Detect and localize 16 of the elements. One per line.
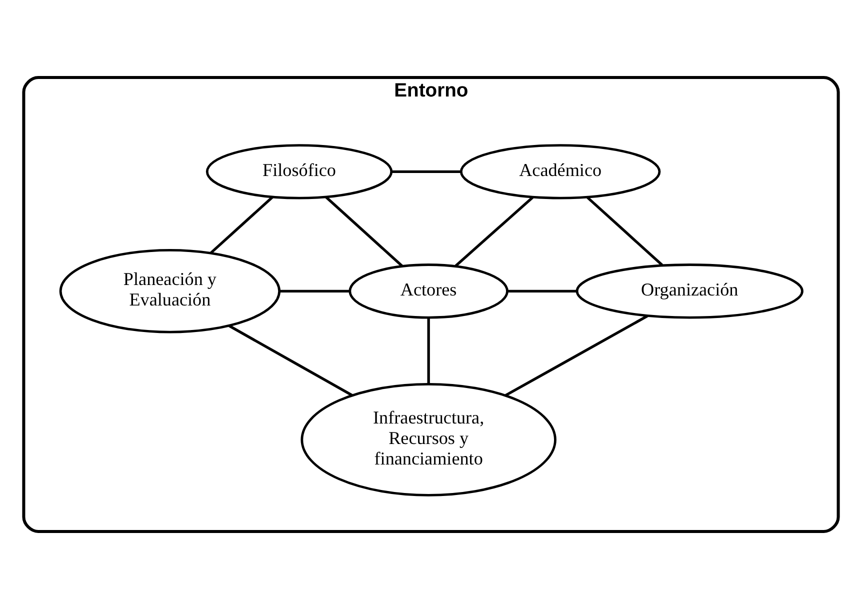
connector — [504, 314, 648, 396]
connector — [454, 196, 534, 267]
node-ellipse: Infraestructura, Recursos y financiamiento — [300, 383, 556, 496]
node-ellipse: Académico — [459, 144, 660, 200]
node-ellipse: Actores — [348, 264, 508, 319]
connector — [426, 318, 430, 384]
connector — [392, 170, 461, 173]
connector — [586, 196, 662, 266]
node-ellipse: Planeación y Evaluación — [58, 249, 280, 334]
connector — [507, 290, 576, 292]
connector — [279, 290, 349, 292]
connector — [210, 196, 273, 254]
node-ellipse: Filosófico — [205, 144, 392, 200]
connector — [324, 196, 403, 268]
connector — [228, 324, 352, 396]
node-ellipse: Organización — [575, 264, 803, 319]
